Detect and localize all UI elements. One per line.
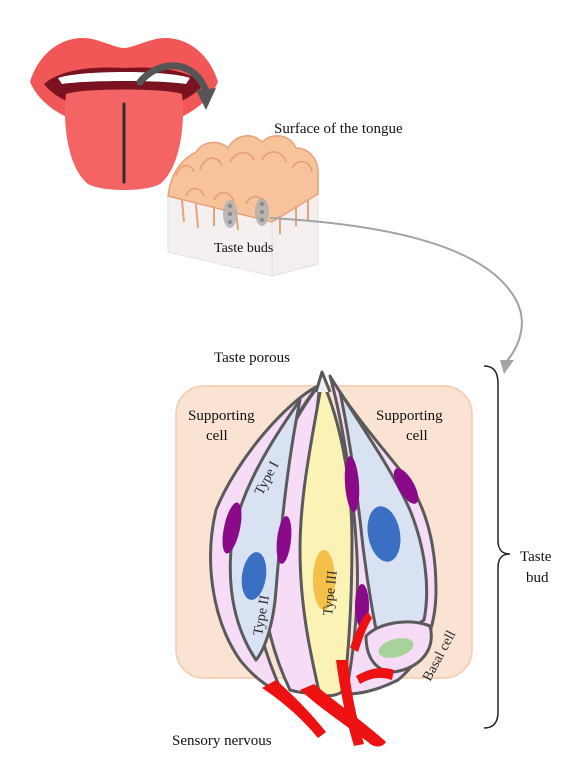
label-supporting-left-2: cell: [206, 428, 228, 444]
label-taste-bud-line2: bud: [526, 570, 549, 586]
label-taste-porous: Taste porous: [214, 350, 290, 366]
label-taste-bud-line1: Taste: [520, 549, 552, 565]
taste-pore-tip: [316, 372, 330, 392]
label-supporting-left-1: Supporting: [188, 408, 255, 424]
label-sensory-nervous: Sensory nervous: [172, 733, 272, 749]
connector-arrow-head: [500, 360, 514, 374]
label-surface-of-tongue: Surface of the tongue: [274, 121, 403, 137]
label-taste-buds: Taste buds: [214, 241, 273, 256]
taste-bud-bracket: [484, 366, 510, 728]
label-supporting-right-2: cell: [406, 428, 428, 444]
label-supporting-right-1: Supporting: [376, 408, 443, 424]
